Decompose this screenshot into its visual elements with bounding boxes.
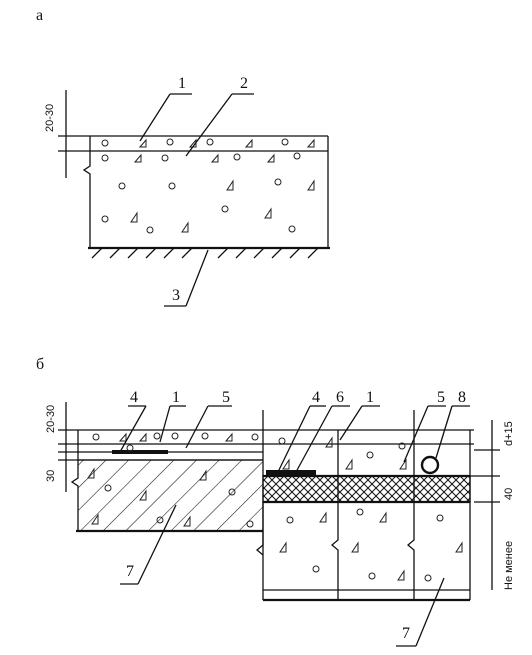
dim-30-b: 30	[45, 470, 57, 482]
dim-20-30-a: 20-30	[44, 104, 56, 132]
dim-20-30-b: 20-30	[45, 405, 57, 433]
callouts-b: 4 1 5 4 6 1 5 8 7	[119, 389, 470, 647]
panel-a-title: а	[36, 7, 43, 24]
callout-7-b-right: 7	[402, 625, 410, 642]
callout-5-b-left: 5	[222, 389, 230, 406]
callout-1-b-left: 1	[172, 389, 180, 406]
callout-8-b: 8	[458, 389, 466, 406]
callout-7-b-left: 7	[126, 563, 134, 580]
aggregate-base-b	[279, 508, 463, 582]
panel-b-title: б	[36, 356, 44, 373]
insulation-layer	[262, 475, 471, 503]
ground-hatch-a	[91, 247, 319, 259]
callout-5-b-right: 5	[437, 389, 445, 406]
panel-a: а 20-30	[36, 7, 330, 307]
callout-1-a: 1	[178, 75, 186, 92]
callout-1-b-right: 1	[366, 389, 374, 406]
left-break-a	[82, 151, 91, 248]
callout-2-a: 2	[240, 75, 248, 92]
aggregate-top-b	[92, 432, 407, 470]
callout-4-b-right: 4	[312, 389, 320, 406]
panel-b: б 20-30 30	[36, 356, 515, 647]
aggregate-slab-b	[87, 467, 254, 528]
callout-3-a: 3	[172, 287, 180, 304]
callout-4-b-left: 4	[130, 389, 138, 406]
aggregate-top-a	[101, 138, 315, 148]
callouts-a: 1 2 3	[139, 75, 254, 307]
dim-not-less: Не менее	[503, 541, 515, 590]
strip-right	[266, 470, 316, 475]
aggregate-body-a	[101, 152, 315, 234]
dim-d15: d+15	[503, 421, 515, 446]
strip-left	[112, 450, 168, 454]
hatched-slab-left	[78, 460, 263, 531]
callout-6-b: 6	[336, 389, 344, 406]
dim-40: 40	[503, 488, 515, 500]
heating-pipe	[420, 455, 440, 475]
